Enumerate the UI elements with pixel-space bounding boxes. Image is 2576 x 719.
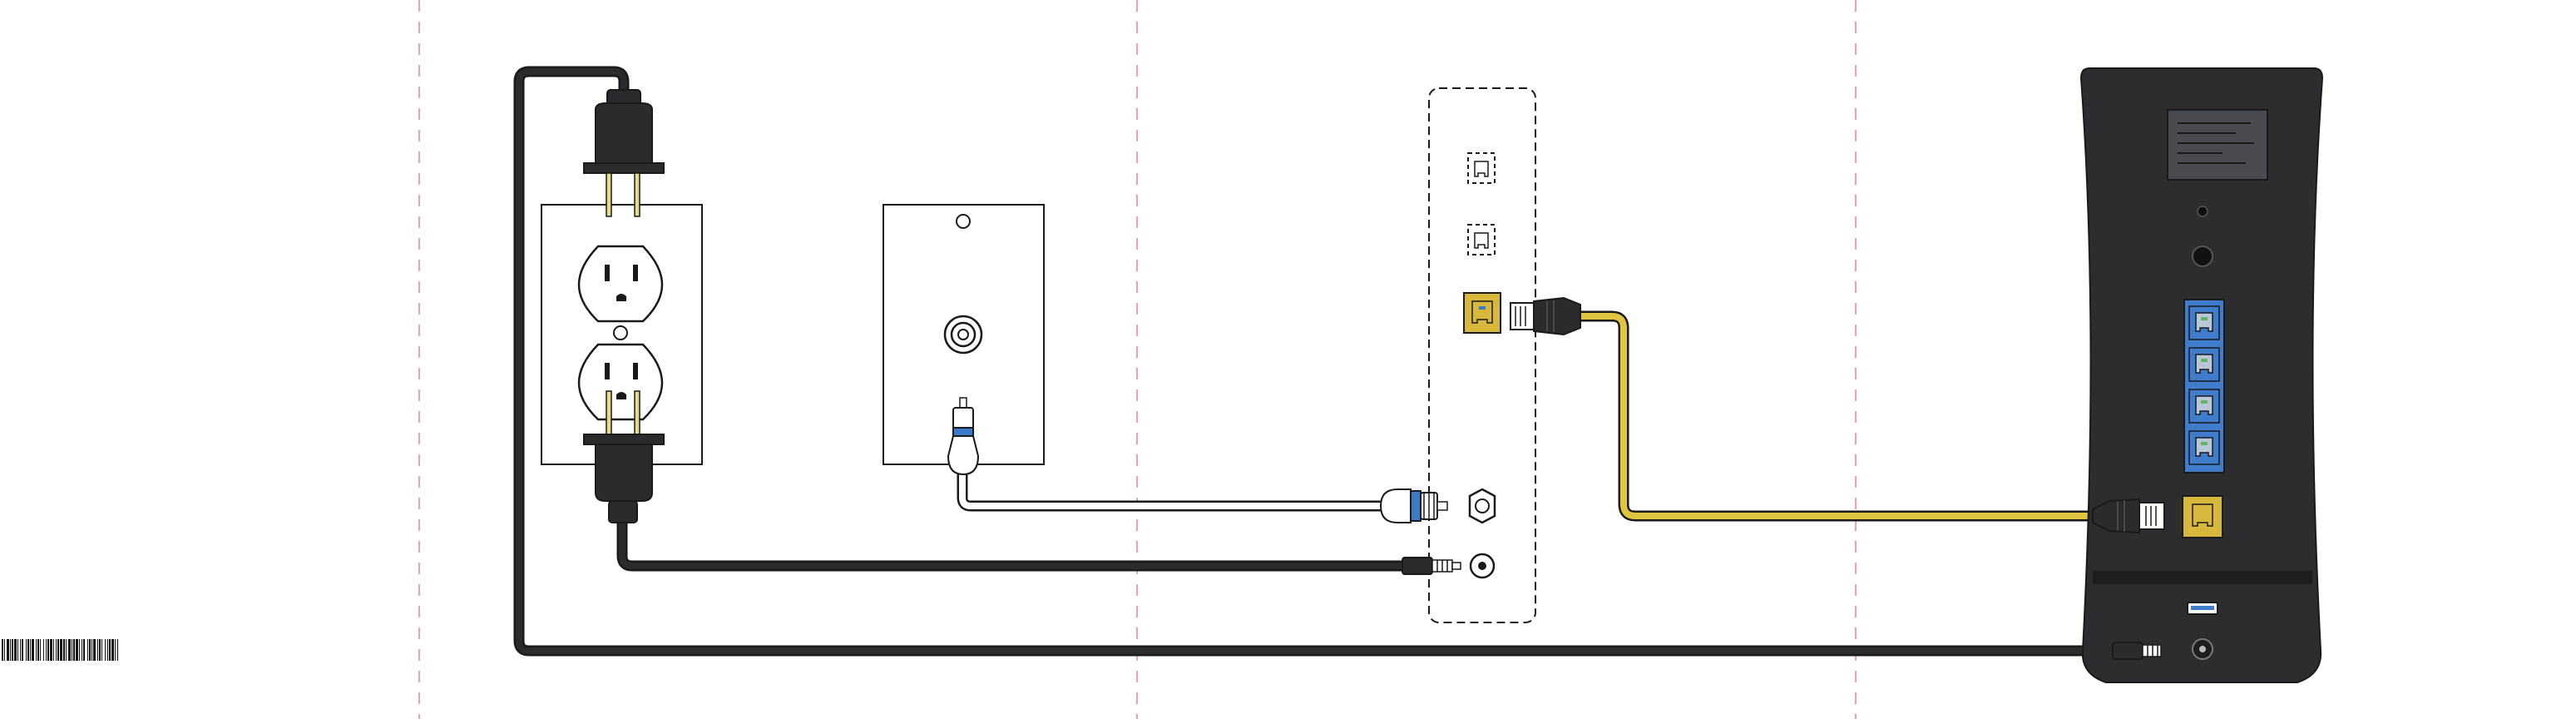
- outlet-screw: [614, 326, 627, 340]
- barcode-bar: [26, 639, 27, 661]
- barcode-bar: [37, 639, 39, 661]
- lan-port-icon: [2189, 306, 2219, 340]
- barcode-bar: [99, 639, 101, 661]
- barcode-bar: [46, 639, 47, 661]
- barcode-bar: [87, 639, 88, 661]
- barcode-bar: [91, 639, 92, 661]
- ethernet-cable: [1580, 316, 2094, 516]
- barcode-bar: [2, 639, 3, 661]
- barrel-plug-router: [2113, 642, 2161, 659]
- barcode-bar: [4, 639, 5, 661]
- barcode-bar: [89, 639, 91, 661]
- barcode-bar: [111, 639, 114, 661]
- coax-connector-modem: [1381, 489, 1447, 523]
- barcode-bar: [101, 639, 102, 661]
- barcode-bar: [73, 639, 75, 661]
- barrel-plug-modem: [1402, 558, 1461, 574]
- coax-connector-wall: [948, 398, 978, 474]
- barcode-bar: [14, 639, 17, 661]
- coax-port-icon: [1470, 489, 1495, 523]
- power-outlet: [541, 90, 702, 523]
- barcode-bar: [20, 639, 21, 661]
- barcode-bar: [53, 639, 54, 661]
- barcode-bar: [117, 639, 118, 661]
- barcode-bar: [43, 639, 44, 661]
- barcode-bar: [27, 639, 29, 661]
- barcode-bar: [79, 639, 80, 661]
- barcode-bar: [12, 639, 13, 661]
- usb-port-icon: [2188, 602, 2218, 614]
- power-port-icon: [1471, 554, 1494, 578]
- barcode-bar: [66, 639, 67, 661]
- barcode-bar: [7, 639, 9, 661]
- barcode-bar: [107, 639, 108, 661]
- barcode-bar: [76, 639, 78, 661]
- phone-port-icon: [1468, 153, 1495, 183]
- barcode-bar: [68, 639, 71, 661]
- modem-power-cable: [622, 523, 1404, 566]
- ethernet-plug-router: [2093, 499, 2164, 533]
- barcode-bar: [17, 639, 18, 661]
- coax-cable: [962, 474, 1381, 506]
- ethernet-port-icon: [2183, 496, 2222, 538]
- status-led-icon: [2198, 206, 2208, 216]
- coax-port-icon: [945, 316, 981, 353]
- barcode-bar: [93, 639, 96, 661]
- barcode-bar: [36, 639, 37, 661]
- barcode-bar: [32, 639, 34, 661]
- wall-plate-screw: [957, 215, 970, 228]
- barcode-bar: [56, 639, 57, 661]
- coax-wall-jack: [883, 205, 1044, 474]
- outlet-receptacle: [579, 345, 662, 419]
- barcode-bar: [63, 639, 65, 661]
- barcode-bar: [47, 639, 49, 661]
- barcode-bar: [115, 639, 116, 661]
- lan-port-icon: [2189, 431, 2219, 464]
- reset-button: [2193, 246, 2213, 266]
- barcode-bar: [50, 639, 52, 661]
- barcode-icon: [2, 639, 118, 661]
- modem-back-panel: [1429, 88, 1535, 622]
- barcode-bar: [57, 639, 59, 661]
- barcode-bar: [60, 639, 62, 661]
- ethernet-plug-modem: [1510, 298, 1580, 335]
- power-port-icon: [2193, 639, 2213, 659]
- barcode-bar: [97, 639, 98, 661]
- barcode-bar: [109, 639, 111, 661]
- barcode-bar: [10, 639, 11, 661]
- barcode-bar: [83, 639, 85, 661]
- router-display: [2168, 110, 2267, 180]
- phone-port-icon: [1468, 225, 1495, 255]
- outlet-receptacle: [579, 246, 662, 321]
- ethernet-port-icon: [1464, 293, 1501, 333]
- barcode-bar: [105, 639, 106, 661]
- barcode-bar: [22, 639, 23, 661]
- barcode-bar: [40, 639, 41, 661]
- power-plug-top: [584, 90, 664, 216]
- lan-port-icon: [2189, 348, 2219, 381]
- lan-port-icon: [2189, 389, 2219, 423]
- barcode-bar: [30, 639, 31, 661]
- router-tower: [2081, 68, 2322, 682]
- router-base-band: [2093, 571, 2312, 584]
